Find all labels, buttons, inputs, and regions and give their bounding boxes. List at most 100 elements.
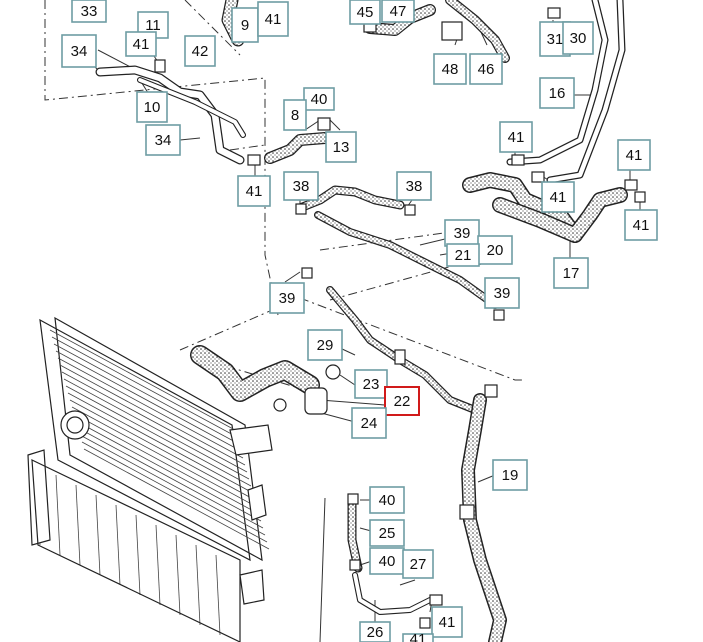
callout-10[interactable]: 10 xyxy=(136,91,168,123)
callout-26[interactable]: 26 xyxy=(359,621,391,642)
callout-box[interactable] xyxy=(359,621,391,642)
callout-label: 41 xyxy=(265,11,282,28)
callout-box[interactable] xyxy=(184,35,216,67)
callout-box[interactable] xyxy=(237,175,271,207)
callout-box[interactable] xyxy=(369,547,405,575)
callout-box[interactable] xyxy=(402,549,434,579)
clamps xyxy=(154,7,646,629)
callout-label: 27 xyxy=(410,556,427,573)
callout-21[interactable]: 21 xyxy=(446,243,480,267)
callout-box[interactable] xyxy=(303,87,335,111)
callout-box[interactable] xyxy=(469,53,503,85)
callout-27[interactable]: 27 xyxy=(402,549,434,579)
callout-38[interactable]: 38 xyxy=(396,171,432,201)
callout-label: 22 xyxy=(394,393,411,410)
callout-label: 39 xyxy=(454,225,471,242)
callout-box[interactable] xyxy=(444,219,480,247)
callout-box[interactable] xyxy=(433,53,467,85)
callout-34[interactable]: 34 xyxy=(61,34,97,68)
callout-box[interactable] xyxy=(381,0,415,23)
callout-23[interactable]: 23 xyxy=(354,369,388,399)
callout-box[interactable] xyxy=(283,99,307,131)
callout-box[interactable] xyxy=(446,243,480,267)
callout-41[interactable]: 41 xyxy=(541,181,575,213)
callout-box[interactable] xyxy=(61,34,97,68)
callout-30[interactable]: 30 xyxy=(562,21,594,55)
callout-label: 8 xyxy=(291,107,299,124)
callout-48[interactable]: 48 xyxy=(433,53,467,85)
callout-22[interactable]: 22 xyxy=(384,386,420,416)
callout-label: 38 xyxy=(293,178,310,195)
callout-19[interactable]: 19 xyxy=(492,459,528,491)
callout-9[interactable]: 9 xyxy=(231,7,259,43)
callout-label: 19 xyxy=(502,467,519,484)
callout-39[interactable]: 39 xyxy=(444,219,480,247)
callout-45[interactable]: 45 xyxy=(349,0,381,25)
callout-label: 29 xyxy=(317,337,334,354)
callout-24[interactable]: 24 xyxy=(351,407,387,439)
callout-25[interactable]: 25 xyxy=(369,519,405,547)
callout-box[interactable] xyxy=(484,277,520,309)
callout-label: 26 xyxy=(367,624,384,641)
callout-41[interactable]: 41 xyxy=(624,209,658,241)
callout-8[interactable]: 8 xyxy=(283,99,307,131)
radiator xyxy=(27,316,273,642)
callout-box[interactable] xyxy=(562,21,594,55)
callout-47[interactable]: 47 xyxy=(381,0,415,23)
callout-41[interactable]: 41 xyxy=(431,606,463,638)
callout-box[interactable] xyxy=(396,171,432,201)
callout-label: 20 xyxy=(487,242,504,259)
callout-40[interactable]: 40 xyxy=(369,486,405,514)
callout-box[interactable] xyxy=(269,282,305,314)
callout-13[interactable]: 13 xyxy=(325,131,357,163)
callout-box[interactable] xyxy=(71,0,107,23)
callout-41[interactable]: 41 xyxy=(617,139,651,171)
callout-39[interactable]: 39 xyxy=(269,282,305,314)
callout-label: 21 xyxy=(455,247,472,264)
callout-box[interactable] xyxy=(492,459,528,491)
callout-box[interactable] xyxy=(541,181,575,213)
callout-41[interactable]: 41 xyxy=(257,1,289,37)
callout-33[interactable]: 33 xyxy=(71,0,107,23)
callout-box[interactable] xyxy=(349,0,381,25)
callout-29[interactable]: 29 xyxy=(307,329,343,361)
callout-box[interactable] xyxy=(369,519,405,547)
callout-label: 34 xyxy=(155,132,172,149)
callout-label: 11 xyxy=(145,17,161,34)
callout-41[interactable]: 41 xyxy=(499,121,533,153)
callout-40[interactable]: 40 xyxy=(369,547,405,575)
callout-box[interactable] xyxy=(499,121,533,153)
callout-39[interactable]: 39 xyxy=(484,277,520,309)
callout-box[interactable] xyxy=(369,486,405,514)
callout-box[interactable] xyxy=(307,329,343,361)
callout-box[interactable] xyxy=(257,1,289,37)
callout-box[interactable] xyxy=(145,124,181,156)
callout-17[interactable]: 17 xyxy=(553,257,589,289)
callout-box[interactable] xyxy=(351,407,387,439)
callout-box[interactable] xyxy=(624,209,658,241)
callout-box[interactable] xyxy=(325,131,357,163)
callout-label: 24 xyxy=(361,415,378,432)
callout-box[interactable] xyxy=(402,633,434,642)
callout-20[interactable]: 20 xyxy=(477,235,513,265)
callout-46[interactable]: 46 xyxy=(469,53,503,85)
callout-box[interactable] xyxy=(283,171,319,201)
callout-box[interactable] xyxy=(354,369,388,399)
callout-16[interactable]: 16 xyxy=(539,77,575,109)
callout-box[interactable] xyxy=(431,606,463,638)
callout-box[interactable] xyxy=(617,139,651,171)
callout-34[interactable]: 34 xyxy=(145,124,181,156)
callout-box[interactable] xyxy=(136,91,168,123)
callout-box[interactable] xyxy=(384,386,420,416)
callout-box[interactable] xyxy=(553,257,589,289)
callout-38[interactable]: 38 xyxy=(283,171,319,201)
callout-box[interactable] xyxy=(477,235,513,265)
callout-41[interactable]: 41 xyxy=(237,175,271,207)
callout-41[interactable]: 41 xyxy=(402,631,434,642)
callout-box[interactable] xyxy=(125,31,157,57)
callout-40[interactable]: 40 xyxy=(303,87,335,111)
callout-42[interactable]: 42 xyxy=(184,35,216,67)
callout-box[interactable] xyxy=(539,77,575,109)
callout-41[interactable]: 41 xyxy=(125,31,157,57)
